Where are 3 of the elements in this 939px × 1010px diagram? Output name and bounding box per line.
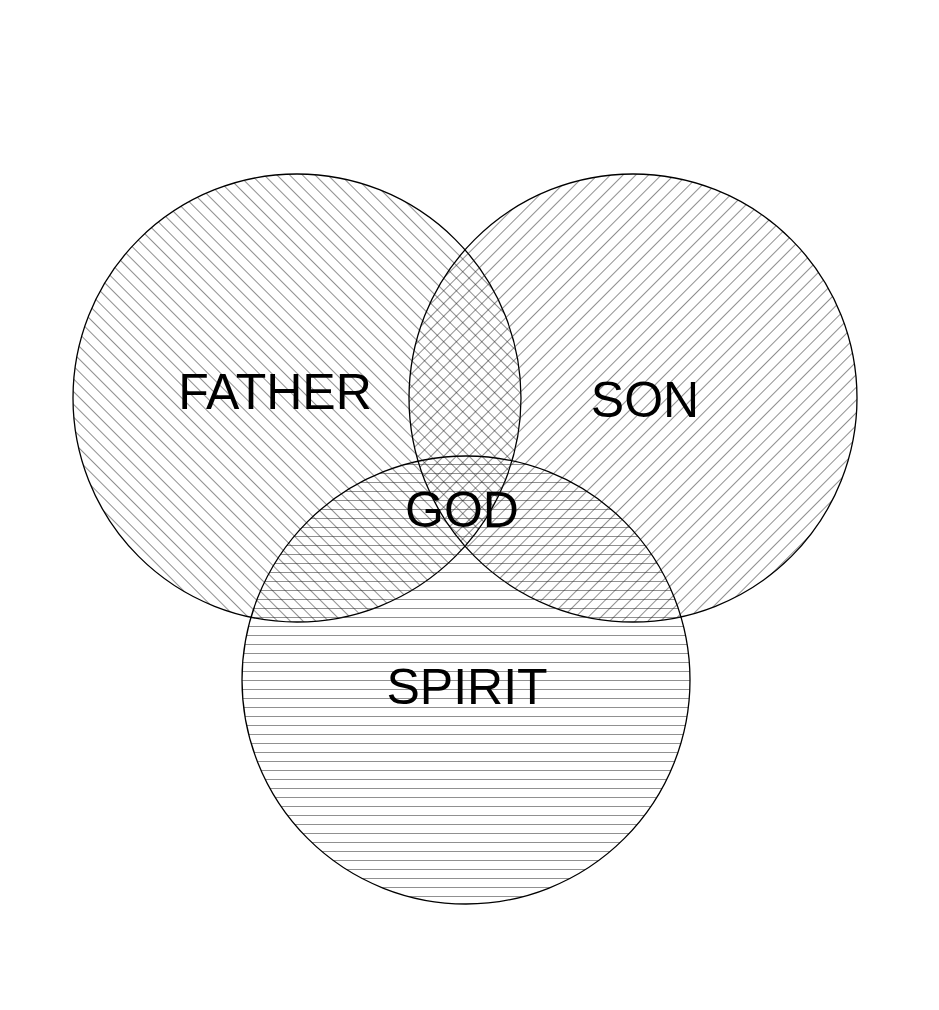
circle-label: SON [590, 375, 700, 425]
circle-label: FATHER [178, 367, 372, 417]
circle-label: SPIRIT [386, 662, 548, 712]
